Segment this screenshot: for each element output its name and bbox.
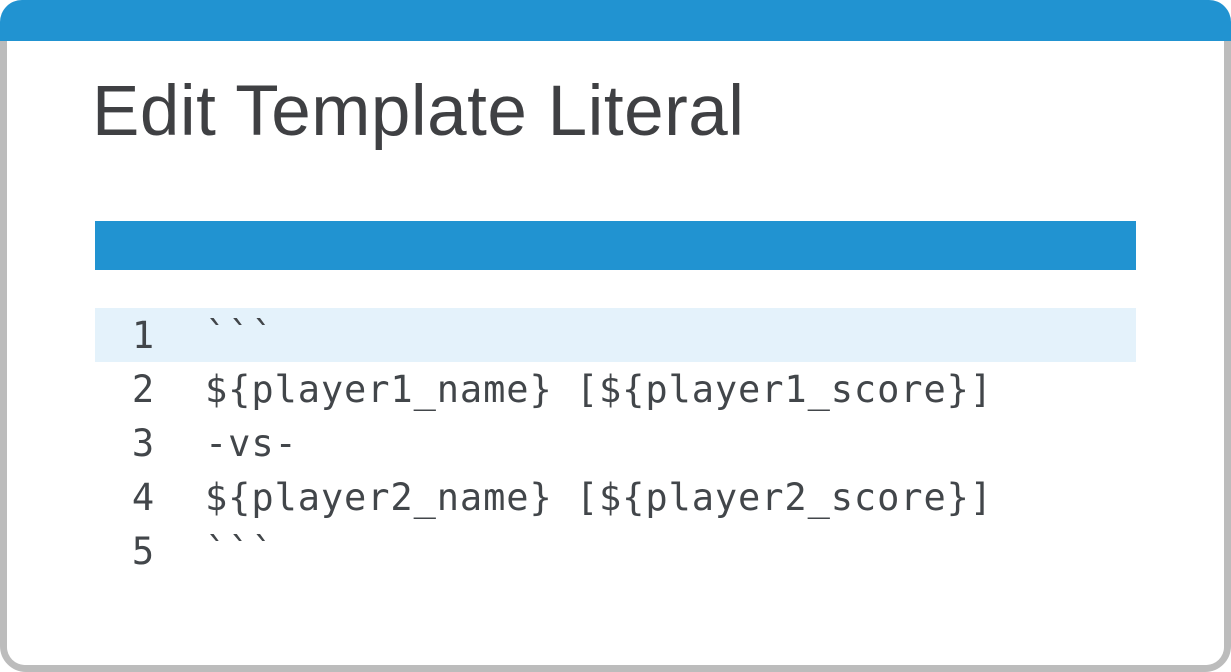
line-code: ${player1_name} [${player1_score}] [205, 367, 993, 411]
code-line[interactable]: 1 ``` [95, 308, 1136, 362]
code-line[interactable]: 4 ${player2_name} [${player2_score}] [95, 470, 1136, 524]
code-line[interactable]: 5 ``` [95, 524, 1136, 578]
code-line[interactable]: 3 -vs- [95, 416, 1136, 470]
line-code: -vs- [205, 421, 298, 465]
dialog-titlebar[interactable] [0, 0, 1231, 41]
line-number: 1 [131, 313, 155, 357]
code-editor[interactable]: 1 ``` 2 ${player1_name} [${player1_score}] 3… [95, 308, 1136, 578]
line-number: 2 [131, 367, 155, 411]
editor-toolbar [95, 221, 1136, 270]
line-code: ``` [205, 529, 275, 573]
dialog-content: Edit Template Literal 1 ``` 2 ${player1_nam… [7, 41, 1224, 665]
line-number: 5 [131, 529, 155, 573]
dialog-title: Edit Template Literal [92, 72, 745, 151]
line-code: ${player2_name} [${player2_score}] [205, 475, 993, 519]
line-code: ``` [205, 313, 275, 357]
line-number: 4 [131, 475, 155, 519]
line-number: 3 [131, 421, 155, 465]
code-line[interactable]: 2 ${player1_name} [${player1_score}] [95, 362, 1136, 416]
